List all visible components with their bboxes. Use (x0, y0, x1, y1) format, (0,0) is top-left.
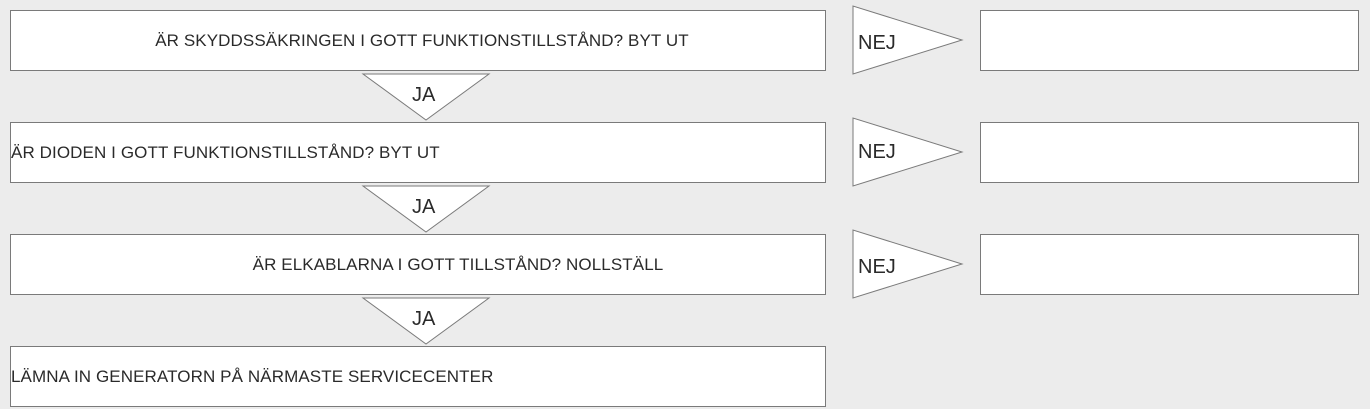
no-arrow-1 (852, 5, 964, 75)
question-box-1: ÄR SKYDDSSÄKRINGEN I GOTT FUNKTIONSTILLS… (10, 10, 826, 71)
no-arrow-2 (852, 117, 964, 187)
question-text-2: ÄR DIODEN I GOTT FUNKTIONSTILLSTÅND? BYT… (11, 142, 440, 162)
answer-box-1 (980, 10, 1359, 71)
no-label-1: NEJ (858, 32, 896, 54)
question-box-2: ÄR DIODEN I GOTT FUNKTIONSTILLSTÅND? BYT… (10, 122, 826, 183)
yes-label-3: JA (412, 308, 436, 330)
no-label-2: NEJ (858, 141, 896, 163)
yes-label-1: JA (412, 84, 436, 106)
no-label-3: NEJ (858, 256, 896, 278)
yes-arrow-2 (361, 185, 491, 233)
answer-box-2 (980, 122, 1359, 183)
yes-label-2: JA (412, 196, 436, 218)
answer-box-3 (980, 234, 1359, 295)
question-box-3: ÄR ELKABLARNA I GOTT TILLSTÅND? NOLLSTÄL… (10, 234, 826, 295)
yes-arrow-1 (361, 73, 491, 121)
question-text-3: ÄR ELKABLARNA I GOTT TILLSTÅND? NOLLSTÄL… (252, 254, 664, 274)
yes-arrow-3 (361, 297, 491, 345)
question-text-1: ÄR SKYDDSSÄKRINGEN I GOTT FUNKTIONSTILLS… (155, 30, 689, 50)
final-step-text: LÄMNA IN GENERATORN PÅ NÄRMASTE SERVICEC… (11, 366, 494, 386)
no-arrow-3 (852, 229, 964, 299)
final-step-box: LÄMNA IN GENERATORN PÅ NÄRMASTE SERVICEC… (10, 346, 826, 407)
